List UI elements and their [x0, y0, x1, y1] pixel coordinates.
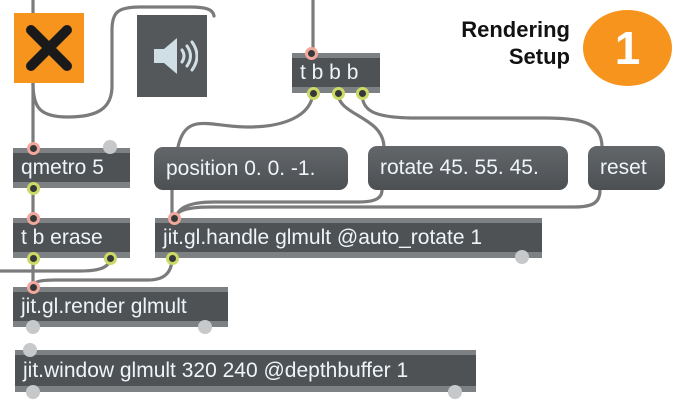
step-number-badge: 1	[583, 10, 672, 86]
outlet-port[interactable]	[27, 252, 40, 265]
message-box-label: reset	[600, 156, 647, 179]
section-title-line1: Rendering	[461, 17, 570, 42]
object-box-label: qmetro 5	[21, 155, 104, 179]
section-title: Rendering Setup	[390, 16, 570, 70]
outlet-port[interactable]	[332, 87, 345, 100]
object-box-label: jit.gl.handle glmult @auto_rotate 1	[163, 225, 483, 249]
inlet-port[interactable]	[103, 140, 117, 154]
patch-cord	[31, 5, 216, 119]
patch-cord	[0, 256, 112, 273]
step-number: 1	[614, 22, 641, 74]
toggle-checkbox[interactable]	[14, 13, 84, 83]
outlet-port[interactable]	[104, 252, 117, 265]
object-box-qmetro[interactable]: qmetro 5	[13, 148, 130, 188]
object-box-jit-gl-render[interactable]: jit.gl.render glmult	[13, 287, 228, 327]
outlet-port[interactable]	[26, 320, 40, 334]
object-box-label: jit.gl.render glmult	[21, 294, 187, 318]
outlet-port[interactable]	[448, 385, 462, 399]
outlet-port[interactable]	[515, 250, 529, 264]
outlet-port[interactable]	[307, 87, 320, 100]
outlet-port[interactable]	[27, 182, 40, 195]
patch-cord	[336, 91, 386, 149]
inlet-port[interactable]	[27, 212, 40, 225]
speaker-icon	[154, 38, 198, 74]
message-box-label: rotate 45. 55. 45.	[380, 156, 539, 179]
patch-cord	[360, 91, 604, 148]
section-title-line2: Setup	[508, 44, 570, 69]
patch-cord	[176, 91, 315, 149]
object-box-jit-gl-handle[interactable]: jit.gl.handle glmult @auto_rotate 1	[155, 218, 542, 258]
inlet-port[interactable]	[27, 281, 40, 294]
x-mark-icon	[26, 25, 72, 71]
inlet-port[interactable]	[27, 142, 40, 155]
patch-cord	[173, 188, 602, 220]
outlet-port[interactable]	[166, 252, 179, 265]
inlet-port[interactable]	[168, 212, 181, 225]
outlet-port[interactable]	[198, 320, 212, 334]
message-box-label: position 0. 0. -1.	[166, 156, 316, 180]
inlet-port[interactable]	[23, 343, 37, 357]
message-box-rotate[interactable]: rotate 45. 55. 45.	[368, 146, 568, 190]
outlet-port[interactable]	[26, 385, 40, 399]
message-box-reset[interactable]: reset	[588, 146, 665, 190]
message-box-position[interactable]: position 0. 0. -1.	[154, 147, 348, 190]
patch-cord	[174, 188, 384, 220]
inlet-port[interactable]	[305, 47, 318, 60]
audio-toggle-button[interactable]	[137, 15, 207, 97]
object-box-label: t b erase	[21, 225, 103, 249]
object-box-label: t b b b	[300, 60, 359, 84]
object-box-jit-window[interactable]: jit.window glmult 320 240 @depthbuffer 1	[15, 350, 476, 392]
outlet-port[interactable]	[356, 87, 369, 100]
object-box-label: jit.window glmult 320 240 @depthbuffer 1	[23, 358, 409, 382]
